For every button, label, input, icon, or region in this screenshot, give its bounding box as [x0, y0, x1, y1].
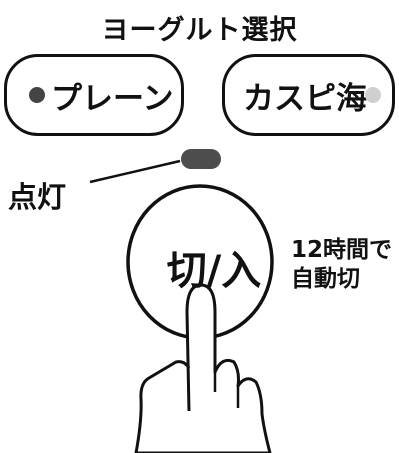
auto-off-note-line2: 自動切 [291, 266, 360, 292]
plain-mode-button[interactable]: プレーン [4, 54, 184, 136]
caspian-mode-label: カスピ海 [243, 80, 367, 117]
finger-crease-lines [213, 372, 240, 408]
pressing-hand-icon [134, 283, 272, 453]
plain-indicator-led-icon [29, 87, 45, 103]
auto-off-note-line1: 12時間で [291, 237, 393, 263]
status-lamp-icon [181, 149, 221, 169]
lamp-on-label: 点灯 [8, 180, 67, 214]
auto-off-note: 12時間で 自動切 [291, 236, 392, 294]
lamp-callout-line [89, 159, 181, 184]
plain-mode-label: プレーン [51, 80, 174, 117]
caspian-indicator-led-icon [365, 87, 381, 103]
caspian-mode-button[interactable]: カスピ海 [222, 54, 395, 136]
power-button-label: 切/入 [166, 248, 262, 294]
yogurt-select-title: ヨーグルト選択 [101, 15, 298, 46]
